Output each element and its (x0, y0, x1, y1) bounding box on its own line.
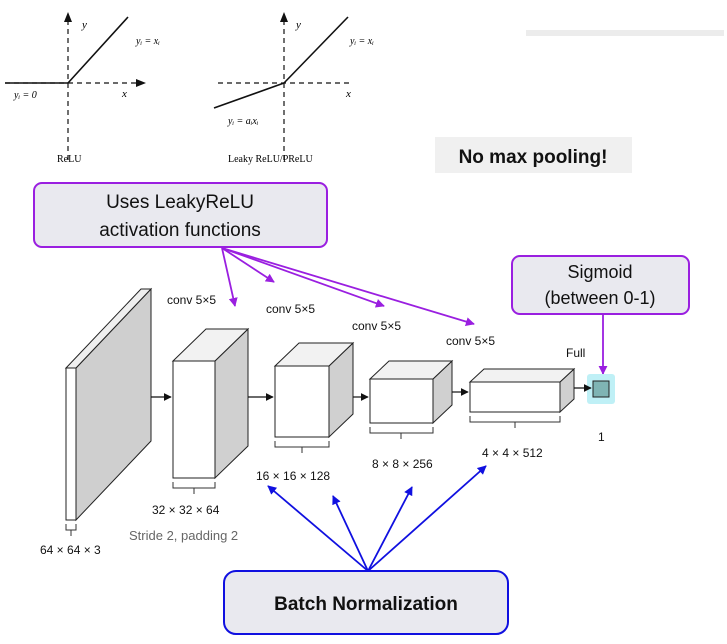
relu-plot: y x yᵢ = xᵢ yᵢ = 0 ReLU (5, 12, 160, 165)
leaky-y-axis-label: y (295, 19, 301, 31)
leaky-arrow-2 (221, 247, 275, 283)
relu-x-arrow-icon (136, 79, 146, 87)
leaky-relu-arrows (221, 247, 608, 375)
block-4 (468, 367, 576, 414)
no-max-pooling-callout: No max pooling! (435, 137, 632, 173)
block-3 (368, 359, 454, 425)
batch-norm-arrows (267, 465, 487, 572)
leaky-x-axis-label: x (345, 88, 351, 100)
leaky-caption: Leaky ReLU/PReLU (228, 154, 313, 165)
block4-top (468, 368, 576, 383)
sigmoid-text-line2: (between 0-1) (544, 288, 655, 308)
batch-norm-callout: Batch Normalization (223, 570, 509, 635)
block-2 (273, 341, 355, 439)
conv4-label: conv 5×5 (446, 334, 495, 348)
block3-front (369, 378, 434, 424)
network: conv 5×5 conv 5×5 conv 5×5 conv 5×5 Full… (40, 287, 615, 557)
block2-front (274, 365, 330, 438)
input-layer (64, 287, 153, 522)
bracket-block4 (469, 416, 561, 428)
leaky-arrow-3 (221, 247, 385, 308)
bracket-block3 (369, 427, 434, 439)
input-top (64, 288, 153, 369)
leaky-positive-line (283, 16, 349, 84)
block2-dims: 16 × 16 × 128 (256, 469, 330, 483)
batch-norm-text: Batch Normalization (274, 594, 458, 615)
no-max-pooling-text: No max pooling! (459, 147, 608, 168)
conv1-label: conv 5×5 (167, 293, 216, 307)
bracket-input (65, 524, 77, 536)
bn-arrow-2 (332, 495, 369, 572)
relu-y-arrow-icon (64, 12, 72, 22)
block-1 (171, 327, 250, 480)
sigmoid-callout: Sigmoid (between 0-1) (511, 255, 690, 315)
bracket-block1 (172, 482, 216, 494)
block3-top (368, 360, 454, 380)
leaky-relu-callout: Uses LeakyReLU activation functions (33, 182, 328, 248)
block3-dims: 8 × 8 × 256 (372, 457, 433, 471)
sigmoid-box (511, 255, 690, 315)
full-label: Full (566, 346, 585, 360)
input-dims: 64 × 64 × 3 (40, 543, 101, 557)
relu-positive-label: yᵢ = xᵢ (135, 36, 160, 47)
relu-y-axis-label: y (81, 19, 87, 31)
bn-arrow-1 (267, 485, 369, 572)
block4-front (469, 381, 561, 413)
relu-x-axis-label: x (121, 88, 127, 100)
brackets (65, 416, 561, 536)
leaky-arrow-4 (221, 247, 475, 326)
flow-arrows (151, 384, 592, 401)
bracket-block2 (274, 441, 330, 453)
no-max-pooling-box (435, 137, 632, 173)
relu-negative-label: yᵢ = 0 (13, 90, 37, 101)
block2-top (273, 342, 355, 367)
leaky-relu-plot: y x yᵢ = xᵢ yᵢ = aᵢxᵢ Leaky ReLU/PReLU (213, 12, 374, 165)
block4-dims: 4 × 4 × 512 (482, 446, 543, 460)
block1-dims: 32 × 32 × 64 (152, 503, 220, 517)
output-square (592, 380, 610, 398)
stride-note: Stride 2, padding 2 (129, 528, 238, 543)
conv2-label: conv 5×5 (266, 302, 315, 316)
block1-front (172, 360, 216, 479)
sigmoid-text-line1: Sigmoid (567, 262, 632, 282)
leaky-relu-text-line1: Uses LeakyReLU (106, 192, 254, 213)
bn-arrow-3 (367, 486, 413, 572)
output-node (587, 374, 615, 404)
batch-norm-box (223, 570, 509, 635)
leaky-positive-label: yᵢ = xᵢ (349, 36, 374, 47)
output-dims: 1 (598, 430, 605, 444)
leaky-y-arrow-icon (280, 12, 288, 22)
leaky-relu-text-line2: activation functions (99, 220, 261, 241)
bn-arrow-4 (367, 465, 487, 572)
leaky-arrow-1 (221, 247, 238, 307)
leaky-relu-box (33, 182, 328, 248)
leaky-negative-label: yᵢ = aᵢxᵢ (227, 116, 259, 127)
input-front (65, 367, 77, 521)
leaky-negative-line (213, 82, 285, 109)
block1-top (171, 328, 250, 362)
relu-positive-line (67, 16, 129, 84)
gray-bar (526, 30, 724, 36)
conv3-label: conv 5×5 (352, 319, 401, 333)
relu-caption: ReLU (57, 154, 82, 165)
